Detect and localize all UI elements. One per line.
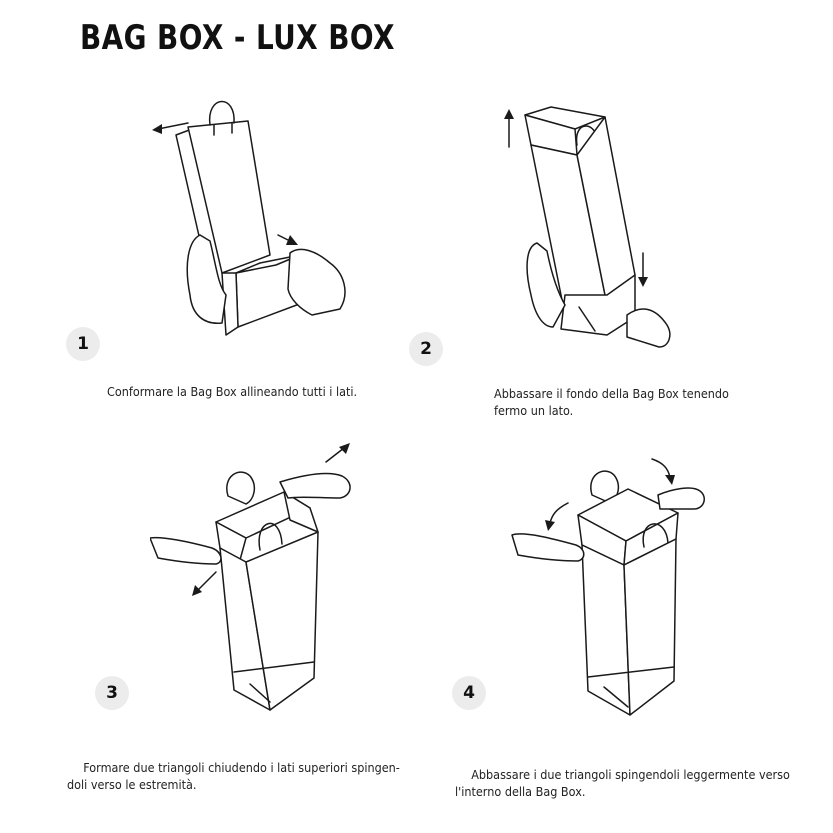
step-4-caption: Abbassare i due triangoli spingendoli le… bbox=[455, 766, 790, 800]
step-3-caption: Formare due triangoli chiudendo i lati s… bbox=[67, 759, 400, 793]
step-1-illustration bbox=[140, 95, 350, 345]
step-3-illustration bbox=[150, 440, 370, 715]
step-1-caption: Conformare la Bag Box allineando tutti i… bbox=[107, 383, 357, 400]
step-4-caption-line-1: Abbassare i due triangoli spingendoli le… bbox=[471, 767, 790, 782]
step-3-number: 3 bbox=[95, 676, 129, 710]
step-4-illustration bbox=[508, 455, 708, 720]
step-1-number: 1 bbox=[66, 327, 100, 361]
step-2-caption-line-2: fermo un lato. bbox=[494, 403, 574, 418]
step-3-caption-line-1: Formare due triangoli chiudendo i lati s… bbox=[83, 760, 400, 775]
step-2-illustration bbox=[495, 95, 685, 350]
step-2-number: 2 bbox=[409, 332, 443, 366]
step-1-caption-line: Conformare la Bag Box allineando tutti i… bbox=[107, 384, 358, 399]
step-2-caption-line-1: Abbassare il fondo della Bag Box tenendo bbox=[494, 386, 729, 401]
step-2-caption: Abbassare il fondo della Bag Box tenendo… bbox=[494, 385, 729, 419]
step-3-caption-line-2: doli verso le estremità. bbox=[67, 777, 197, 792]
step-4-number: 4 bbox=[452, 676, 486, 710]
page-title: BAG BOX - LUX BOX bbox=[80, 18, 395, 58]
step-4-caption-line-2: l'interno della Bag Box. bbox=[455, 784, 586, 799]
